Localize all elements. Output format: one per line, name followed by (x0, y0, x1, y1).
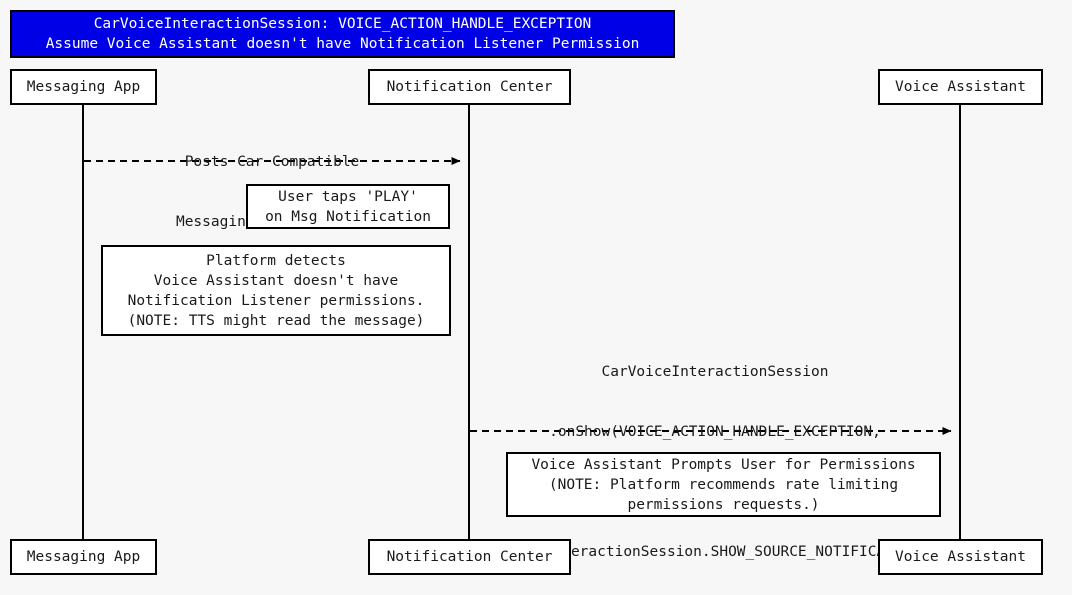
participant-footer-notification-center[interactable]: Notification Center (368, 539, 571, 575)
note-line-1: User taps 'PLAY' (278, 188, 418, 205)
message-label-line-1: CarVoiceInteractionSession (601, 364, 829, 380)
note-prompts-user: Voice Assistant Prompts User for Permiss… (506, 452, 941, 517)
diagram-title-line-1: CarVoiceInteractionSession: VOICE_ACTION… (93, 16, 592, 32)
participant-label: Notification Center (386, 549, 553, 565)
participant-label: Messaging App (26, 549, 141, 565)
participant-label: Voice Assistant (895, 549, 1026, 565)
participant-header-notification-center[interactable]: Notification Center (368, 69, 571, 105)
note-line-1: Voice Assistant Prompts User for Permiss… (531, 456, 916, 473)
participant-header-messaging-app[interactable]: Messaging App (10, 69, 157, 105)
message-label-line-4: VoiceInteractionSession.SHOW_SOURCE_NOTI… (501, 544, 929, 560)
note-line-4: (NOTE: TTS might read the message) (127, 312, 425, 329)
note-platform-detects: Platform detects Voice Assistant doesn't… (101, 245, 451, 336)
note-line-2: Voice Assistant doesn't have (153, 272, 399, 289)
message-label-line-2: .onShow(VOICE_ACTION_HANDLE_EXCEPTION, (549, 424, 881, 440)
note-line-2: (NOTE: Platform recommends rate limiting (548, 476, 899, 493)
message-label-line-1: Posts Car Compatible (184, 154, 360, 170)
participant-label: Messaging App (26, 79, 141, 95)
note-line-2: on Msg Notification (265, 208, 431, 225)
participant-label: Notification Center (386, 79, 553, 95)
participant-label: Voice Assistant (895, 79, 1026, 95)
note-line-3: Notification Listener permissions. (127, 292, 425, 309)
diagram-title-banner: CarVoiceInteractionSession: VOICE_ACTION… (10, 10, 675, 58)
participant-header-voice-assistant[interactable]: Voice Assistant (878, 69, 1043, 105)
diagram-title-line-2: Assume Voice Assistant doesn't have Noti… (45, 36, 640, 52)
note-user-taps-play: User taps 'PLAY' on Msg Notification (246, 184, 450, 229)
participant-footer-voice-assistant[interactable]: Voice Assistant (878, 539, 1043, 575)
note-line-1: Platform detects (206, 252, 346, 269)
note-line-3: permissions requests.) (627, 496, 820, 513)
participant-footer-messaging-app[interactable]: Messaging App (10, 539, 157, 575)
